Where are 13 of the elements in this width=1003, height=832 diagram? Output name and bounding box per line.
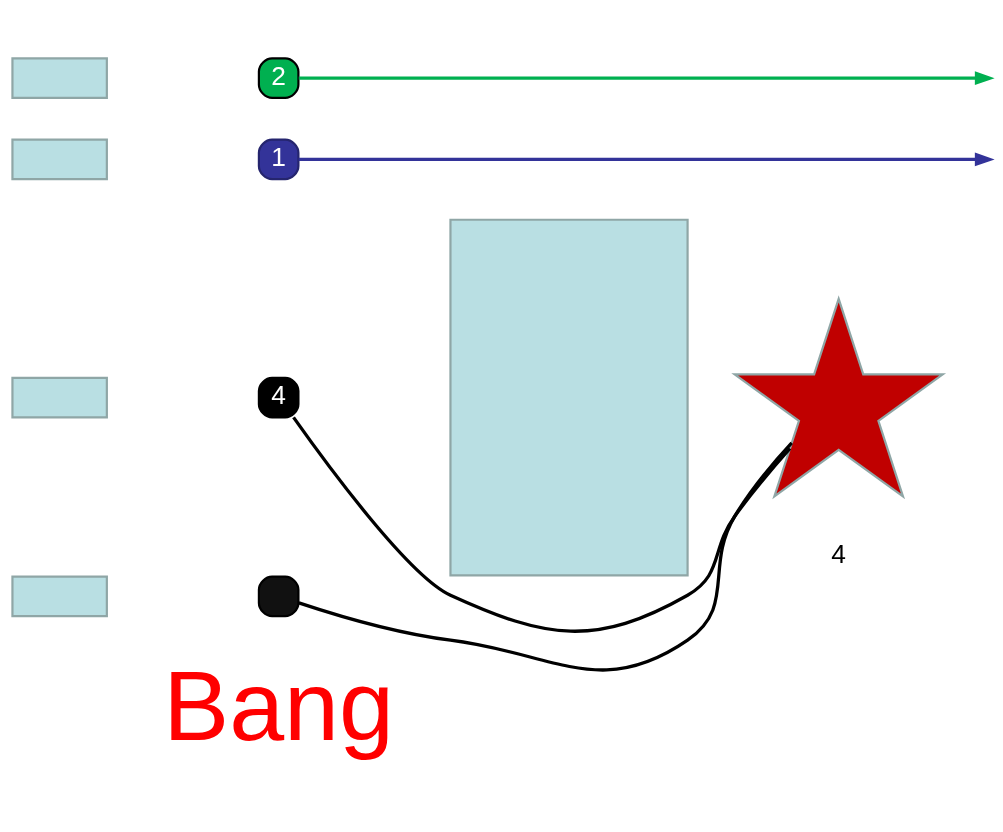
node-star xyxy=(731,295,947,500)
node-box xyxy=(11,57,108,99)
connector xyxy=(298,441,793,672)
node-box xyxy=(257,575,300,618)
node-box xyxy=(11,376,108,419)
connector xyxy=(292,416,792,633)
arrow xyxy=(298,152,995,167)
node-box xyxy=(11,138,108,181)
label: Bang xyxy=(163,650,395,761)
arrow xyxy=(298,71,995,86)
node-box xyxy=(449,218,689,577)
node-box xyxy=(11,575,108,618)
label: 4 xyxy=(831,538,847,569)
